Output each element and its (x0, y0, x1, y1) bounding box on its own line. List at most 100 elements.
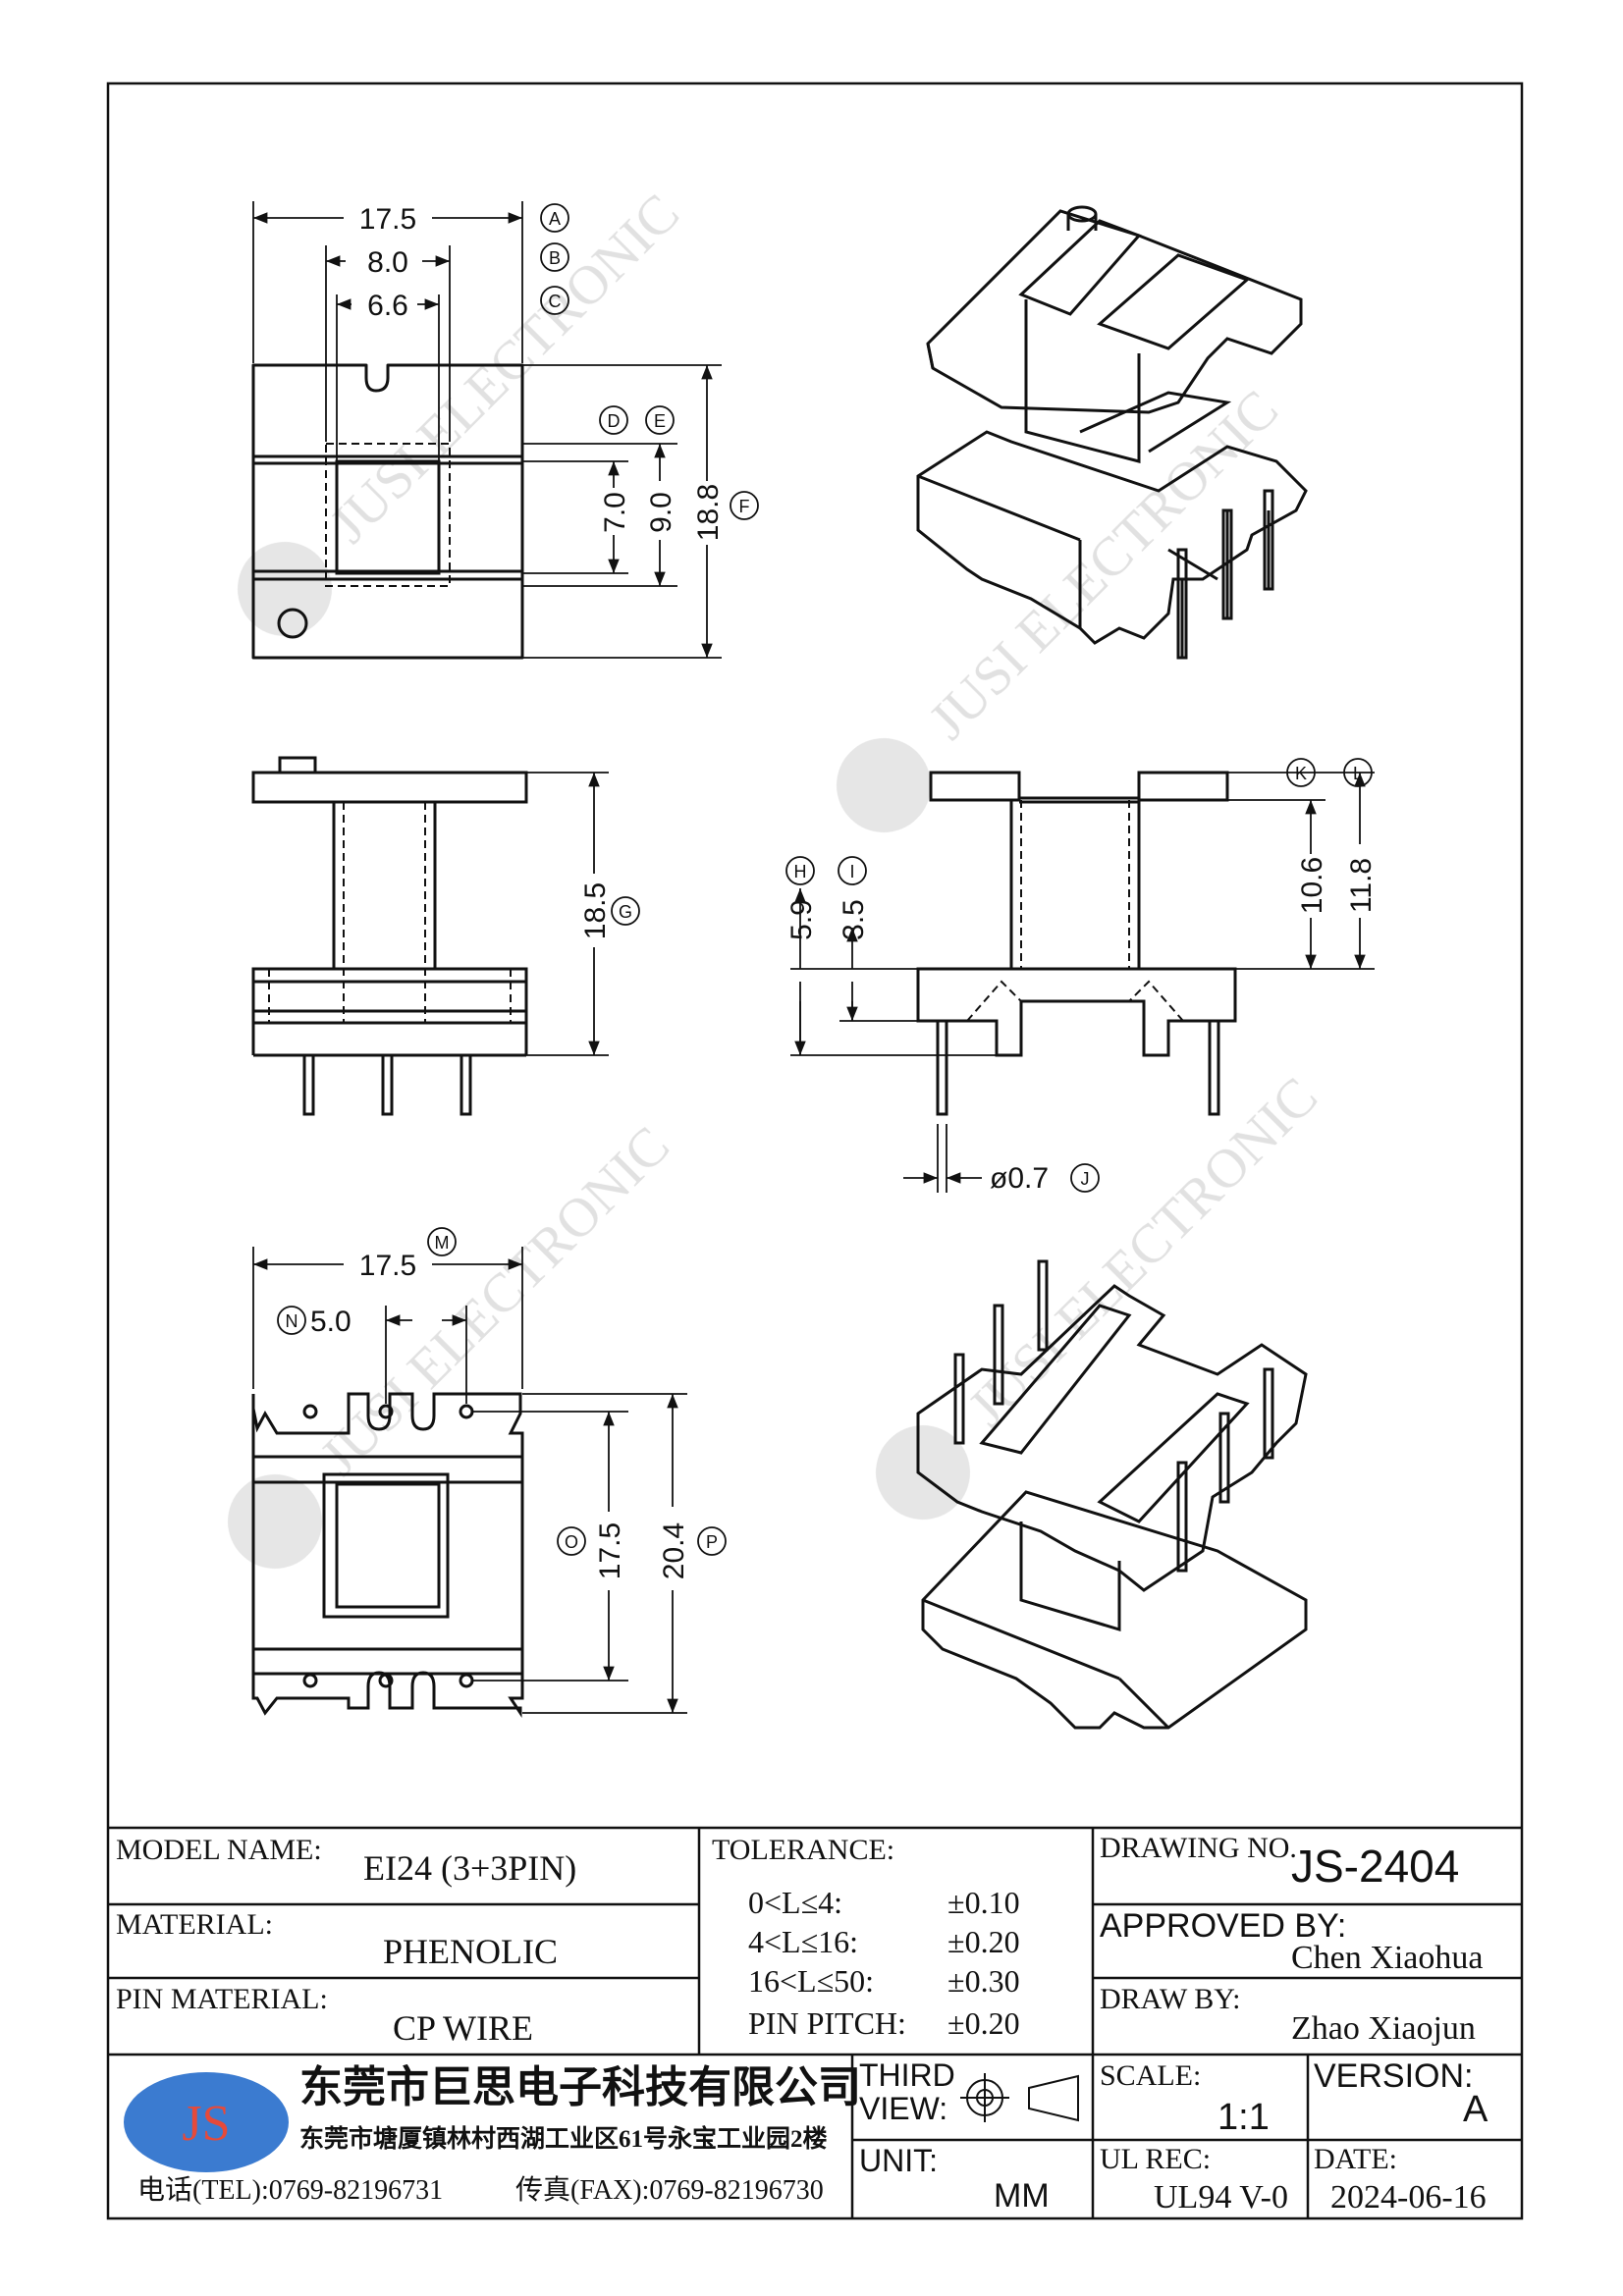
svg-text:L: L (1353, 764, 1363, 783)
drawing-no-label: DRAWING NO. (1100, 1832, 1297, 1864)
approved-by-label: APPROVED BY: (1100, 1907, 1347, 1945)
watermark: JUSI ELECTRONIC JUSI ELECTRONIC JUSI ELE… (228, 183, 1329, 1569)
front-view (916, 771, 1237, 1116)
svg-text:O: O (565, 1532, 578, 1552)
unit-label: UNIT: (859, 2143, 938, 2178)
callout-b: B (540, 242, 569, 272)
svg-text:A: A (549, 209, 561, 229)
svg-text:JUSI ELECTRONIC: JUSI ELECTRONIC (319, 183, 691, 555)
material-label: MATERIAL: (116, 1908, 273, 1941)
callout-e: E (645, 405, 675, 435)
pin-material-label: PIN MATERIAL: (116, 1983, 328, 2015)
svg-text:D: D (608, 411, 621, 431)
dim-bot-h2: 20.4 (658, 1522, 690, 1579)
callout-c: C (540, 286, 569, 315)
company-fax: 传真(FAX):0769-82196730 (515, 2175, 824, 2206)
dim-top-height: 18.8 (692, 484, 725, 541)
callouts: A B C D E F G H I J K L M N O P (277, 203, 1373, 1556)
draw-by-label: DRAW BY: (1100, 1983, 1241, 2015)
bottom-view (251, 1392, 524, 1718)
company-logo: JS (124, 2072, 289, 2172)
svg-text:J: J (1081, 1169, 1090, 1189)
dim-bot-h1: 17.5 (594, 1522, 626, 1579)
svg-text:JS: JS (182, 2096, 230, 2152)
tolerance-value-2: ±0.20 (947, 1924, 1020, 1959)
third-angle-symbol-icon (960, 2073, 1079, 2122)
tolerance-value-3: ±0.30 (947, 1963, 1020, 1999)
scale-label: SCALE: (1100, 2059, 1202, 2092)
svg-text:C: C (549, 292, 562, 311)
tolerance-range-2: 4<L≤16: (748, 1924, 859, 1959)
dimension-lines (252, 201, 1375, 1714)
svg-text:M: M (435, 1233, 450, 1253)
ul-rec-label: UL REC: (1100, 2143, 1212, 2175)
title-block-grid (108, 1826, 1522, 2218)
dimension-texts: 17.5 8.0 6.6 7.0 9.0 18.8 18.5 5.9 3.5 1… (310, 203, 1378, 1579)
version-label: VERSION: (1314, 2057, 1474, 2095)
callout-l: L (1343, 758, 1373, 787)
svg-text:K: K (1295, 764, 1307, 783)
callout-i: I (838, 856, 867, 885)
callout-a: A (540, 203, 569, 233)
pin-material-value: CP WIRE (393, 2008, 534, 2048)
svg-text:B: B (549, 248, 561, 268)
tolerance-range-3: 16<L≤50: (748, 1963, 875, 1999)
callout-d: D (599, 405, 628, 435)
tolerance-value-1: ±0.10 (947, 1885, 1020, 1920)
draw-by-value: Zhao Xiaojun (1291, 2010, 1476, 2047)
tolerance-value-4: ±0.20 (947, 2005, 1020, 2041)
top-view (251, 363, 524, 660)
approved-by-value: Chen Xiaohua (1291, 1940, 1484, 1976)
dim-top-slot-inner: 6.6 (367, 290, 408, 322)
company-name: 东莞市巨思电子科技有限公司 (299, 2063, 861, 2111)
dim-top-slot-outer: 8.0 (367, 246, 408, 279)
dim-side-height: 18.5 (579, 882, 612, 939)
tolerance-range-4: PIN PITCH: (748, 2005, 906, 2041)
ul-rec-value: UL94 V-0 (1154, 2179, 1288, 2216)
callout-j: J (1070, 1163, 1100, 1193)
svg-text:N: N (286, 1311, 298, 1331)
scale-value: 1:1 (1217, 2097, 1270, 2138)
dim-bot-width: 17.5 (359, 1250, 416, 1282)
tolerance-label: TOLERANCE: (712, 1834, 895, 1866)
dim-front-h1: 5.9 (785, 899, 818, 940)
iso-view-bottom (916, 1259, 1308, 1730)
dim-front-h2: 3.5 (838, 899, 870, 940)
svg-text:JUSI ELECTRONIC: JUSI ELECTRONIC (918, 379, 1290, 751)
svg-text:F: F (739, 497, 750, 516)
dim-front-h3: 10.6 (1296, 857, 1328, 914)
callout-p: P (697, 1526, 727, 1556)
date-value: 2024-06-16 (1330, 2179, 1487, 2216)
model-name-label: MODEL NAME: (116, 1834, 322, 1866)
svg-text:I: I (849, 862, 854, 881)
model-name-value: EI24 (3+3PIN) (363, 1848, 577, 1888)
sheet-border (106, 81, 1524, 2220)
dim-top-width: 17.5 (359, 203, 416, 236)
svg-text:P: P (706, 1532, 718, 1552)
callout-h: H (785, 856, 815, 885)
svg-text:G: G (619, 902, 632, 922)
svg-text:E: E (654, 411, 666, 431)
version-value: A (1463, 2089, 1488, 2130)
callout-f: F (730, 491, 759, 520)
callout-n: N (277, 1306, 306, 1335)
side-view (251, 756, 528, 1116)
callout-o: O (557, 1526, 586, 1556)
callout-k: K (1286, 758, 1316, 787)
svg-text:H: H (794, 862, 807, 881)
third-view-label-2: VIEW: (859, 2091, 948, 2126)
dim-top-mid: 9.0 (645, 492, 677, 533)
svg-text:JUSI ELECTRONIC: JUSI ELECTRONIC (309, 1115, 681, 1487)
callout-g: G (611, 896, 640, 926)
callout-m: M (427, 1227, 457, 1256)
tolerance-range-1: 0<L≤4: (748, 1885, 843, 1920)
material-value: PHENOLIC (383, 1932, 558, 1971)
iso-view-top (916, 205, 1308, 660)
dim-top-win: 7.0 (599, 492, 631, 533)
dim-bot-pitch: 5.0 (310, 1306, 352, 1338)
third-view-label-1: THIRD (859, 2057, 955, 2093)
date-label: DATE: (1314, 2143, 1397, 2175)
company-tel: 电话(TEL):0769-82196731 (137, 2175, 444, 2206)
